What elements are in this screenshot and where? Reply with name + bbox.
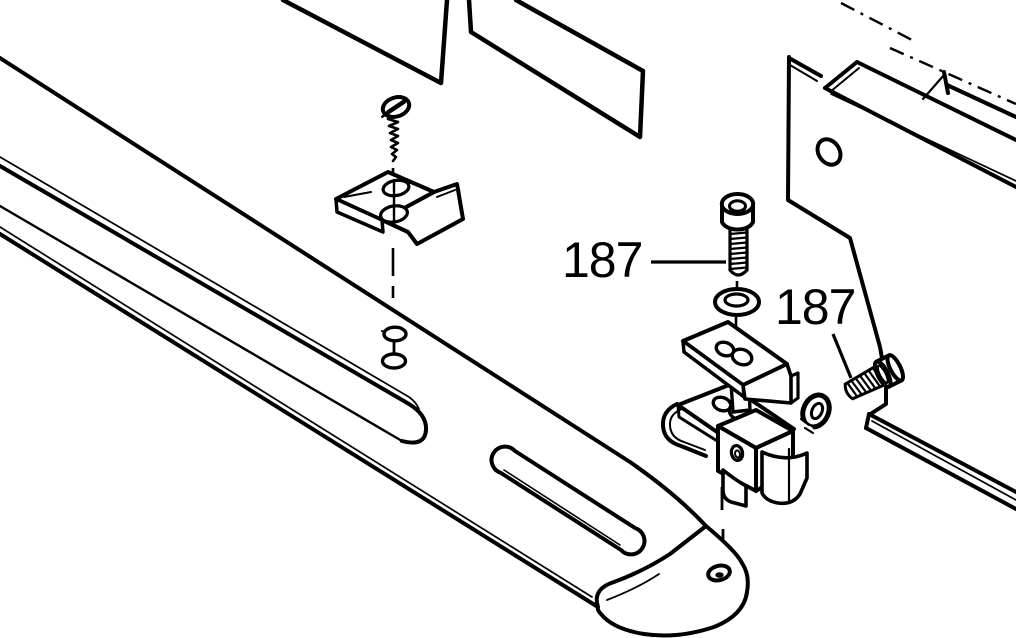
flat-washer-thickness-arc <box>715 305 736 316</box>
arm-slot-short-highlight <box>503 469 621 546</box>
part-label-2: 187 <box>775 279 855 335</box>
part-labels: 187 187 <box>562 232 856 379</box>
side-panel-group <box>786 1 1016 511</box>
clip-bracket <box>334 170 465 246</box>
socket-screw-shank-outline <box>728 226 749 277</box>
arm-end-hole-center <box>715 572 724 578</box>
clamp-fork-right-prong <box>760 450 809 506</box>
split-lock-washer <box>799 392 832 435</box>
support-arm <box>0 56 750 638</box>
tapping-screw-slot-nub <box>381 112 388 118</box>
part-label-1: 187 <box>562 232 642 288</box>
label-2-leader-line <box>831 333 853 379</box>
socket-screw-thread-5 <box>728 251 749 256</box>
upper-panels <box>280 0 646 140</box>
pan-screw-thread-outline <box>843 363 890 401</box>
spacer-washer-pair <box>380 325 408 370</box>
side-panel-top-edge-inner <box>789 64 818 82</box>
spacer-washer-2 <box>380 352 408 370</box>
pan-screw-head-front <box>873 359 893 389</box>
bottom-guide-rail-top-edge <box>867 412 1016 494</box>
top-guide-rail-bottom-edge <box>823 86 1016 189</box>
centerline-dashdot-1 <box>840 1 913 42</box>
socket-head-cap-screw <box>719 192 756 277</box>
lock-washer-split-gap <box>799 420 814 433</box>
side-panel-hole <box>815 137 843 167</box>
pan-screw-thread-line-3 <box>863 371 877 390</box>
lock-washer-split-end-2 <box>803 426 815 435</box>
flat-washer-inner <box>723 292 750 308</box>
clamp-block-hole <box>729 443 745 463</box>
tapping-screw <box>380 95 412 163</box>
clamp-keyhole1-lobe-b <box>730 347 754 367</box>
pan-screw-thread-line-7 <box>846 381 859 398</box>
clamp-bend-tab-right <box>789 371 800 405</box>
clip-bracket-flange-inner-right <box>458 188 463 215</box>
upper-panel-left <box>280 0 450 86</box>
clip-bracket-group <box>334 95 465 370</box>
clamp-mid-plate-front-edge <box>676 403 724 446</box>
arm-slot-long-top-edge <box>0 164 429 445</box>
socket-screw-thread-6 <box>728 256 749 261</box>
pan-screw-head-front-inner <box>876 364 890 384</box>
socket-screw-socket-depth <box>728 205 747 214</box>
rear-bar-edge <box>945 83 1016 119</box>
spacer-washer-1 <box>382 325 408 343</box>
lock-washer-inner <box>809 401 825 421</box>
socket-screw-thread-2 <box>728 236 749 241</box>
socket-screw-thread-3 <box>728 241 749 246</box>
arm-slot-long-bottom-edge <box>0 204 404 443</box>
pan-screw-thread-line-6 <box>850 379 863 396</box>
clamp-left-flange-inner <box>668 408 706 451</box>
arm-bottom-edge-highlight <box>0 226 593 598</box>
pan-screw-thread-line-5 <box>854 376 868 394</box>
top-guide-rail-highlight <box>830 93 1016 182</box>
arm-foot <box>594 524 750 638</box>
clamp-left-flange-outer <box>660 402 708 458</box>
bottom-guide-rail-bottom-edge <box>864 426 1016 511</box>
flat-washer <box>713 287 761 317</box>
arm-end-hole <box>706 563 732 583</box>
socket-screw-thread-8 <box>728 266 749 271</box>
side-panel-top-edge <box>787 56 823 78</box>
clamp-assembly <box>660 320 809 508</box>
centerline-dashdot-2 <box>889 46 1016 106</box>
bottom-guide-rail-highlight <box>871 420 1016 501</box>
socket-screw-thread-4 <box>728 246 749 251</box>
pan-head-machine-screw <box>843 353 905 401</box>
upper-panel-right <box>466 0 646 140</box>
side-panel-left-edge <box>786 55 888 417</box>
lock-washer-split-end-1 <box>799 417 811 427</box>
top-guide-rail-end-cap <box>823 60 859 90</box>
clamp-fork-left-prong <box>721 468 748 508</box>
rear-bar-break-kick <box>921 73 946 101</box>
clip-bracket-notch-line <box>343 191 372 198</box>
arm-top-edge <box>0 56 708 528</box>
arm-foot-inner-line <box>606 573 660 601</box>
top-guide-rail-top-edge <box>855 60 1016 142</box>
clip-bracket-flange-inner-top <box>436 189 456 198</box>
arm-slot-short <box>489 444 647 557</box>
tapping-screw-threads <box>386 117 400 163</box>
clip-bracket-front-face <box>334 197 385 234</box>
bottom-guide-rail-end-cap <box>864 412 871 430</box>
clamp-block-hole-inner <box>734 449 741 459</box>
arm-slot-long-highlight <box>0 156 420 410</box>
socket-screw-thread-1 <box>728 231 749 236</box>
socket-screw-thread-7 <box>728 261 749 266</box>
tapping-screw-slot <box>385 99 407 115</box>
pan-screw-thread-line-2 <box>867 369 882 388</box>
top-guide-rail-fill <box>825 62 1016 187</box>
arm-bottom-edge <box>0 232 600 609</box>
top-guide-rail-end-cap-inner <box>829 67 860 93</box>
socket-screw-group <box>713 192 761 327</box>
pan-screw-thread-line-4 <box>858 374 873 392</box>
clamp-top-plate-thickness <box>681 339 746 399</box>
